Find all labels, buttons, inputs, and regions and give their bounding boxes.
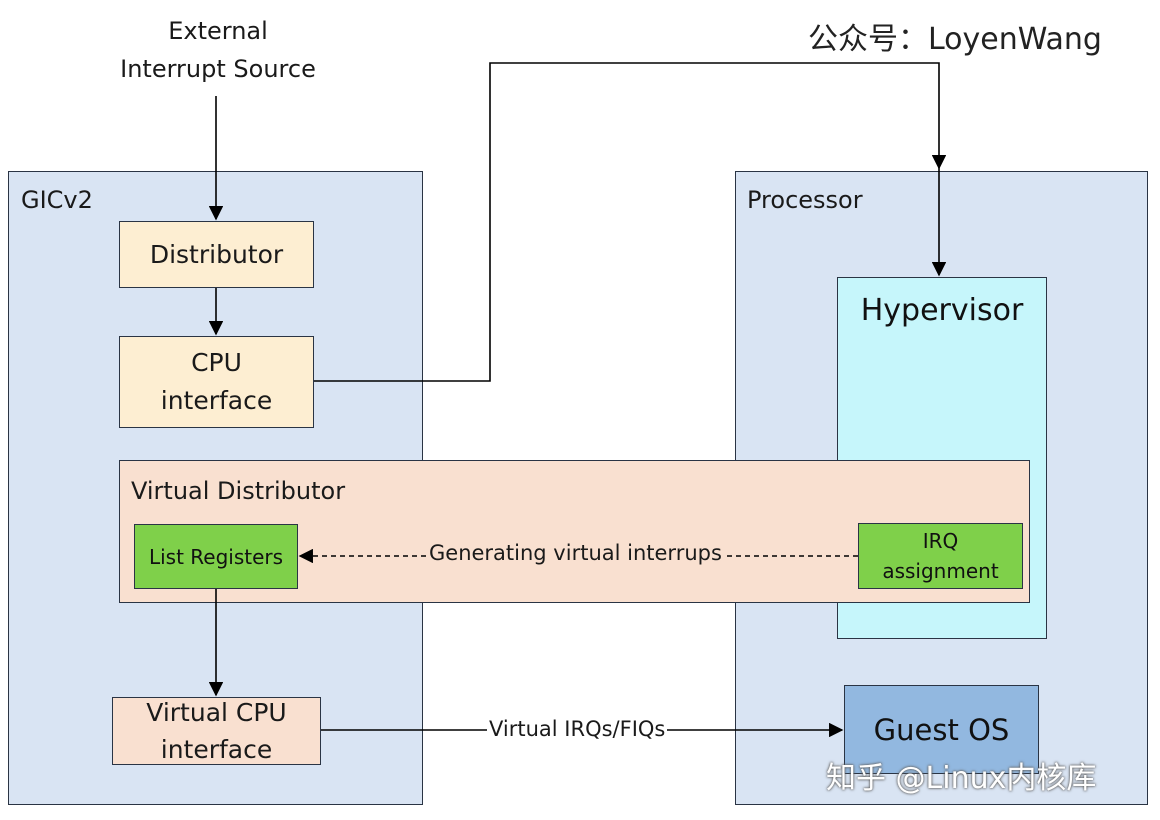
irq-assignment-box: IRQ assignment bbox=[858, 523, 1023, 589]
virtual-cpu-interface-label-line2: interface bbox=[160, 735, 273, 764]
virtual-distributor-title: Virtual Distributor bbox=[131, 477, 346, 505]
processor-title: Processor bbox=[747, 186, 863, 214]
cpu-interface-label-line1: CPU bbox=[191, 348, 242, 377]
external-interrupt-source-label: External Interrupt Source bbox=[105, 12, 331, 88]
irq-assignment-label-line1: IRQ bbox=[922, 529, 959, 553]
hypervisor-label: Hypervisor bbox=[860, 293, 1024, 328]
virtual-cpu-interface-label-line1: Virtual CPU bbox=[146, 698, 287, 727]
list-registers-box: List Registers bbox=[134, 524, 298, 589]
edge-label-virtual-irqs: Virtual IRQs/FIQs bbox=[487, 717, 668, 741]
distributor-box: Distributor bbox=[119, 221, 314, 288]
guest-os-box: Guest OS bbox=[844, 685, 1039, 774]
edge-label-generating: Generating virtual interrups bbox=[427, 541, 724, 565]
cpu-interface-box: CPU interface bbox=[119, 336, 314, 428]
list-registers-label: List Registers bbox=[148, 544, 284, 569]
external-label-line1: External bbox=[168, 17, 268, 45]
watermark-top: 公众号：LoyenWang bbox=[808, 22, 1102, 57]
cpu-interface-label-line2: interface bbox=[160, 386, 273, 415]
irq-assignment-label-line2: assignment bbox=[882, 559, 999, 583]
distributor-label: Distributor bbox=[149, 240, 284, 269]
guest-os-label: Guest OS bbox=[873, 712, 1010, 747]
virtual-cpu-interface-box: Virtual CPU interface bbox=[112, 697, 321, 765]
gicv2-title: GICv2 bbox=[21, 186, 93, 214]
external-label-line2: Interrupt Source bbox=[120, 55, 316, 83]
edge-cpu-interface-to-processor bbox=[314, 62, 947, 382]
watermark-bottom: 知乎 @Linux内核库 bbox=[826, 761, 1097, 796]
